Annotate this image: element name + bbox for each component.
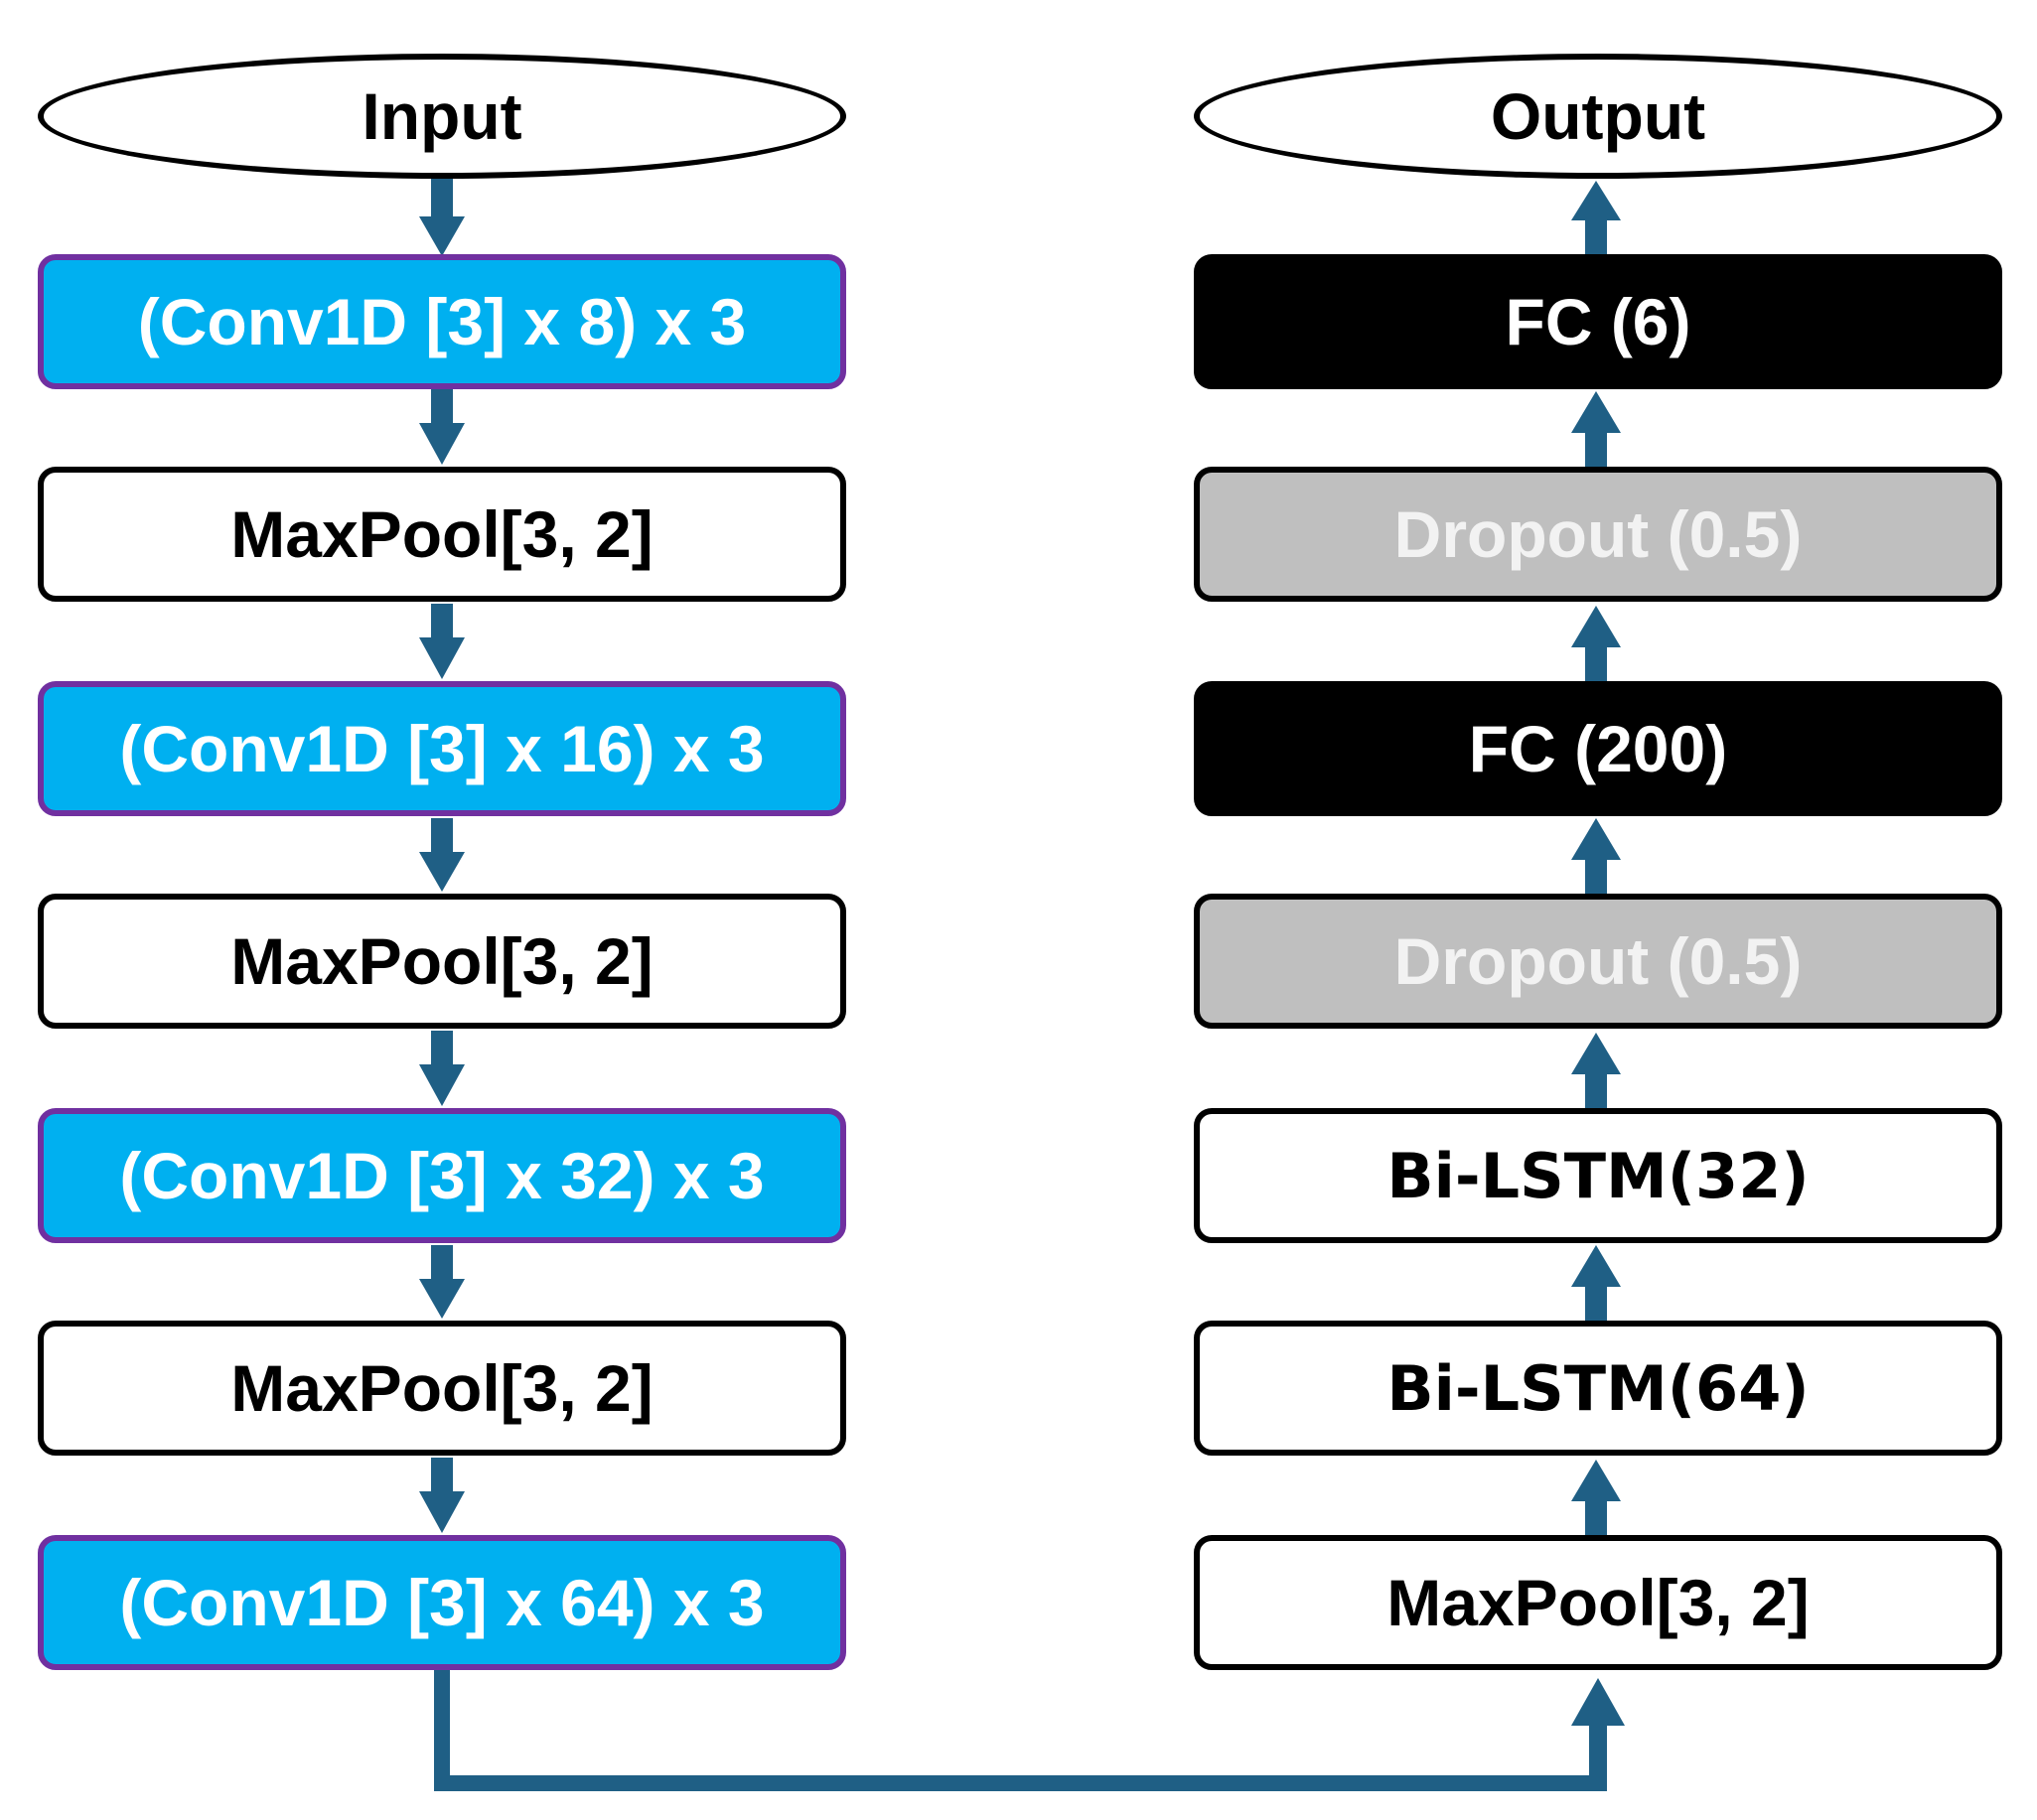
fc-6-layer: FC (6) — [1194, 254, 2002, 389]
arrow-pool2-to-conv32 — [419, 1031, 465, 1106]
conv1d-32-label: (Conv1D [3] x 32) x 3 — [119, 1139, 765, 1212]
fc-200-label: FC (200) — [1468, 712, 1728, 785]
conv1d-64-label: (Conv1D [3] x 64) x 3 — [119, 1566, 765, 1639]
arrow-lstm32-to-dropout2 — [1571, 1033, 1621, 1108]
bi-lstm-32-label: Bi-LSTM(32) — [1386, 1139, 1810, 1212]
output-node: Output — [1194, 54, 2002, 179]
maxpool-layer-1: MaxPool[3, 2] — [38, 467, 846, 602]
maxpool-4-label: MaxPool[3, 2] — [1386, 1566, 1810, 1639]
arrow-pool3-to-conv64 — [419, 1458, 465, 1533]
dropout-2-label: Dropout (0.5) — [1393, 924, 1803, 998]
arrow-dropout1-to-fc6 — [1571, 391, 1621, 467]
maxpool-3-label: MaxPool[3, 2] — [230, 1351, 654, 1425]
conv1d-16-layer: (Conv1D [3] x 16) x 3 — [38, 681, 846, 816]
fc-200-layer: FC (200) — [1194, 681, 2002, 816]
arrow-conv64-to-pool4 — [434, 1664, 1625, 1791]
fc-6-label: FC (6) — [1505, 285, 1691, 358]
maxpool-layer-2: MaxPool[3, 2] — [38, 894, 846, 1029]
conv1d-16-label: (Conv1D [3] x 16) x 3 — [119, 712, 765, 785]
conv1d-8-layer: (Conv1D [3] x 8) x 3 — [38, 254, 846, 389]
maxpool-2-label: MaxPool[3, 2] — [230, 924, 654, 998]
conv1d-64-layer: (Conv1D [3] x 64) x 3 — [38, 1535, 846, 1670]
conv1d-32-layer: (Conv1D [3] x 32) x 3 — [38, 1108, 846, 1243]
output-label: Output — [1490, 79, 1706, 153]
conv1d-8-label: (Conv1D [3] x 8) x 3 — [137, 285, 747, 358]
dropout-1-label: Dropout (0.5) — [1393, 497, 1803, 571]
arrow-input-to-conv8 — [419, 179, 465, 256]
input-label: Input — [362, 79, 522, 153]
arrow-pool1-to-conv16 — [419, 604, 465, 679]
arrow-conv8-to-pool1 — [419, 389, 465, 465]
arrow-conv16-to-pool2 — [419, 818, 465, 892]
bi-lstm-32-layer: Bi-LSTM(32) — [1194, 1108, 2002, 1243]
input-node: Input — [38, 54, 846, 179]
arrow-conv32-to-pool3 — [419, 1245, 465, 1319]
arrow-fc200-to-dropout1 — [1571, 606, 1621, 681]
bi-lstm-64-label: Bi-LSTM(64) — [1386, 1351, 1810, 1425]
bi-lstm-64-layer: Bi-LSTM(64) — [1194, 1321, 2002, 1456]
maxpool-layer-4: MaxPool[3, 2] — [1194, 1535, 2002, 1670]
maxpool-1-label: MaxPool[3, 2] — [230, 497, 654, 571]
dropout-layer-2: Dropout (0.5) — [1194, 894, 2002, 1029]
arrow-pool4-to-lstm64 — [1571, 1460, 1621, 1535]
dropout-layer-1: Dropout (0.5) — [1194, 467, 2002, 602]
maxpool-layer-3: MaxPool[3, 2] — [38, 1321, 846, 1456]
arrow-fc6-to-output — [1571, 181, 1621, 258]
arrow-lstm64-to-lstm32 — [1571, 1245, 1621, 1321]
arrow-dropout2-to-fc200 — [1571, 818, 1621, 894]
